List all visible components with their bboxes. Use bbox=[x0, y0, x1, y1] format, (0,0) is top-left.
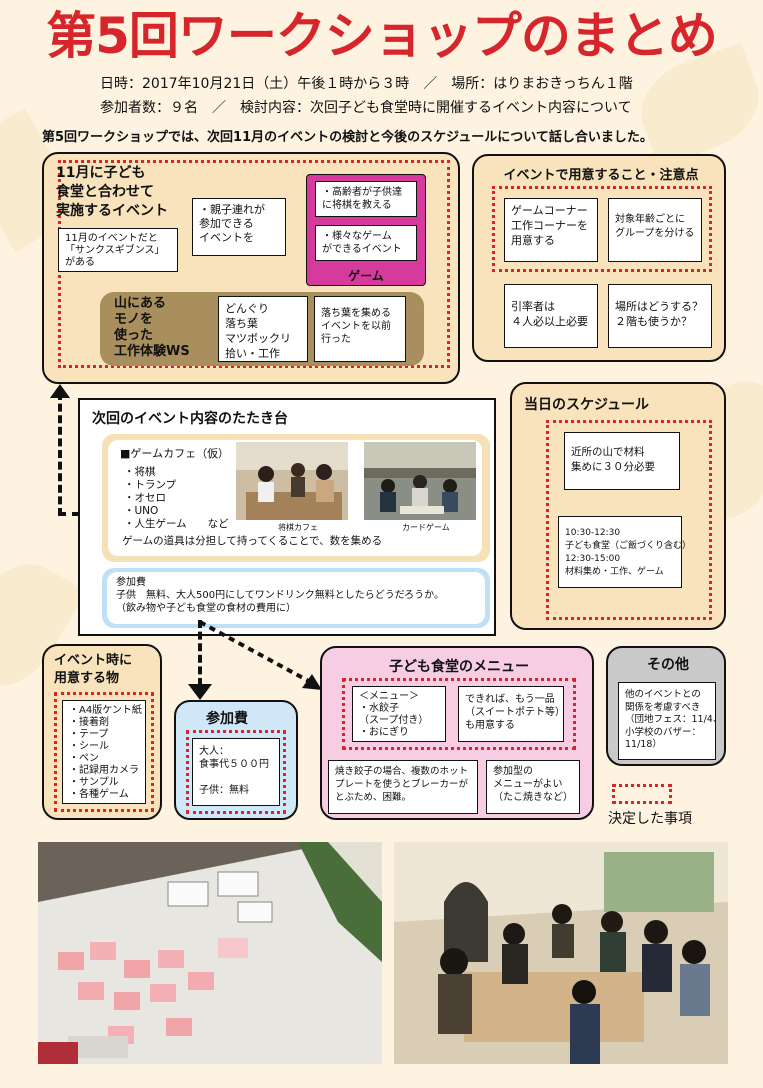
fee-proposal-box: 参加費 子供 無料、大人500円にしてワンドリンク無料としたらどうだろうか。 （… bbox=[102, 568, 490, 628]
nature-items: どんぐり落ち葉マツボックリ拾い・工作 bbox=[218, 296, 308, 362]
arrow-up-line bbox=[58, 392, 62, 516]
legend-swatch bbox=[612, 784, 672, 804]
panel-other: その他 他のイベントとの関係を考慮すべき（団地フェス：11/4、小学校のバザー：… bbox=[606, 646, 726, 766]
other-notes: 他のイベントとの関係を考慮すべき（団地フェス：11/4、小学校のバザー：11/1… bbox=[618, 682, 722, 760]
workshop-group: 山にあるモノを使った工作体験WS どんぐり落ち葉マツボックリ拾い・工作 落ち葉を… bbox=[100, 292, 424, 366]
age-groups: 対象年齢ごとにグループを分ける bbox=[608, 198, 702, 262]
workshop-notes-photo bbox=[38, 842, 382, 1064]
game-group: ・高齢者が子供達に将棋を教える ・様々なゲームができるイベント ゲーム bbox=[306, 174, 426, 286]
panel-kids-cafeteria-menu: 子ども食堂のメニュー ＜メニュー＞・水餃子（スープ付き）・おにぎり できれば、も… bbox=[320, 646, 594, 820]
shogi-cafe-caption: 将棋カフェ bbox=[278, 523, 318, 532]
arrow-diagonal bbox=[199, 620, 322, 690]
schedule-heading: 当日のスケジュール bbox=[524, 397, 650, 413]
leaf-collecting-note: 落ち葉を集めるイベントを以前行った bbox=[314, 296, 406, 362]
page-title: 第5回ワークショップのまとめ bbox=[46, 7, 718, 65]
arrow-down-head bbox=[188, 684, 212, 700]
menu-items: ＜メニュー＞・水餃子（スープ付き）・おにぎり bbox=[352, 686, 446, 742]
intro-text: 第5回ワークショップでは、次回11月のイベントの検討と今後のスケジュールについて… bbox=[42, 130, 653, 145]
shogi-cafe-photo bbox=[236, 442, 348, 520]
decision-frame bbox=[546, 420, 712, 620]
other-heading: その他 bbox=[647, 657, 689, 673]
fee-details: 大人：食事代５００円子供：無料 bbox=[192, 738, 280, 806]
preparation-heading: イベントで用意すること・注意点 bbox=[503, 168, 699, 183]
decision-frame bbox=[186, 730, 286, 814]
decision-frame bbox=[492, 186, 712, 272]
arrow-up-connector bbox=[58, 512, 80, 516]
panel-items-to-prepare: イベント時に用意する物 ・A4版ケント紙・接着剤・テープ・シール ・ペン・記録用… bbox=[42, 644, 162, 820]
legend-label: 決定した事項 bbox=[608, 811, 692, 827]
game-tools-note: ゲームの道具は分担して持ってくることで、数を集める bbox=[122, 535, 383, 547]
game-cafe-box: ■ゲームカフェ（仮） ・将棋・トランプ・オセロ・UNO・人生ゲーム など 将棋カ… bbox=[102, 434, 490, 562]
items-heading: イベント時に用意する物 bbox=[54, 653, 133, 686]
game-craft-corner: ゲームコーナー工作コーナーを用意する bbox=[504, 198, 598, 262]
panel-participation-fee: 参加費 大人：食事代５００円子供：無料 bbox=[174, 700, 298, 820]
arrow-up-head bbox=[50, 384, 70, 398]
november-heading: 11月に子ども食堂と合わせて実施するイベント bbox=[56, 165, 168, 219]
game-cafe-title: ■ゲームカフェ（仮） bbox=[120, 447, 230, 460]
hotplate-note: 焼き餃子の場合、複数のホットプレートを使うとブレーカーがとぶため、困難。 bbox=[328, 760, 478, 814]
event-info-line-1: 日時：2017年10月21日（土）午後１時から３時 ／ 場所：はりまおきっちん１… bbox=[100, 76, 633, 92]
decision-frame bbox=[342, 678, 576, 750]
fee-proposal-text: 参加費 子供 無料、大人500円にしてワンドリンク無料としたらどうだろうか。 （… bbox=[116, 577, 444, 614]
shogi-idea: ・高齢者が子供達に将棋を教える bbox=[315, 181, 417, 217]
thanksgiving-note: 11月のイベントだと「サンクスギブンス」がある bbox=[58, 228, 178, 272]
various-games-idea: ・様々なゲームができるイベント bbox=[315, 225, 417, 261]
parent-child-idea: ・親子連れが参加できるイベントを bbox=[192, 198, 286, 256]
fee-heading: 参加費 bbox=[206, 711, 248, 727]
menu-heading: 子ども食堂のメニュー bbox=[389, 659, 529, 675]
decision-frame bbox=[54, 692, 154, 812]
game-label: ゲーム bbox=[348, 269, 384, 283]
material-collection-time: 近所の山で材料集めに３０分必要 bbox=[564, 432, 680, 490]
card-game-photo bbox=[364, 442, 476, 520]
extra-dish: できれば、もう一品（スイートポテト等）も用意する bbox=[458, 686, 565, 742]
event-info-line-2: 参加者数：９名 ／ 検討内容：次回子ども食堂時に開催するイベント内容について bbox=[100, 100, 632, 116]
card-game-caption: カードゲーム bbox=[402, 523, 450, 532]
game-list: ・将棋・トランプ・オセロ・UNO・人生ゲーム など bbox=[124, 466, 229, 530]
workshop-meeting-photo bbox=[394, 842, 728, 1064]
workshop-label: 山にあるモノを使った工作体験WS bbox=[114, 296, 190, 359]
panel-preparation-notes: イベントで用意すること・注意点 ゲームコーナー工作コーナーを用意する 対象年齢ご… bbox=[472, 154, 726, 362]
panel-november-event: 11月に子ども食堂と合わせて実施するイベント 11月のイベントだと「サンクスギブ… bbox=[42, 152, 460, 384]
arrow-down-line bbox=[198, 620, 202, 686]
draft-heading: 次回のイベント内容のたたき台 bbox=[92, 411, 288, 427]
venue-question: 場所はどうする？２階も使うか？ bbox=[608, 284, 712, 348]
participatory-menu-note: 参加型のメニューがよい（たこ焼きなど） bbox=[486, 760, 580, 814]
panel-event-draft: 次回のイベント内容のたたき台 ■ゲームカフェ（仮） ・将棋・トランプ・オセロ・U… bbox=[78, 398, 496, 636]
fee-proposal-inner bbox=[107, 572, 485, 624]
items-list: ・A4版ケント紙・接着剤・テープ・シール ・ペン・記録用カメラ・サンプル・各種ゲ… bbox=[62, 700, 146, 804]
